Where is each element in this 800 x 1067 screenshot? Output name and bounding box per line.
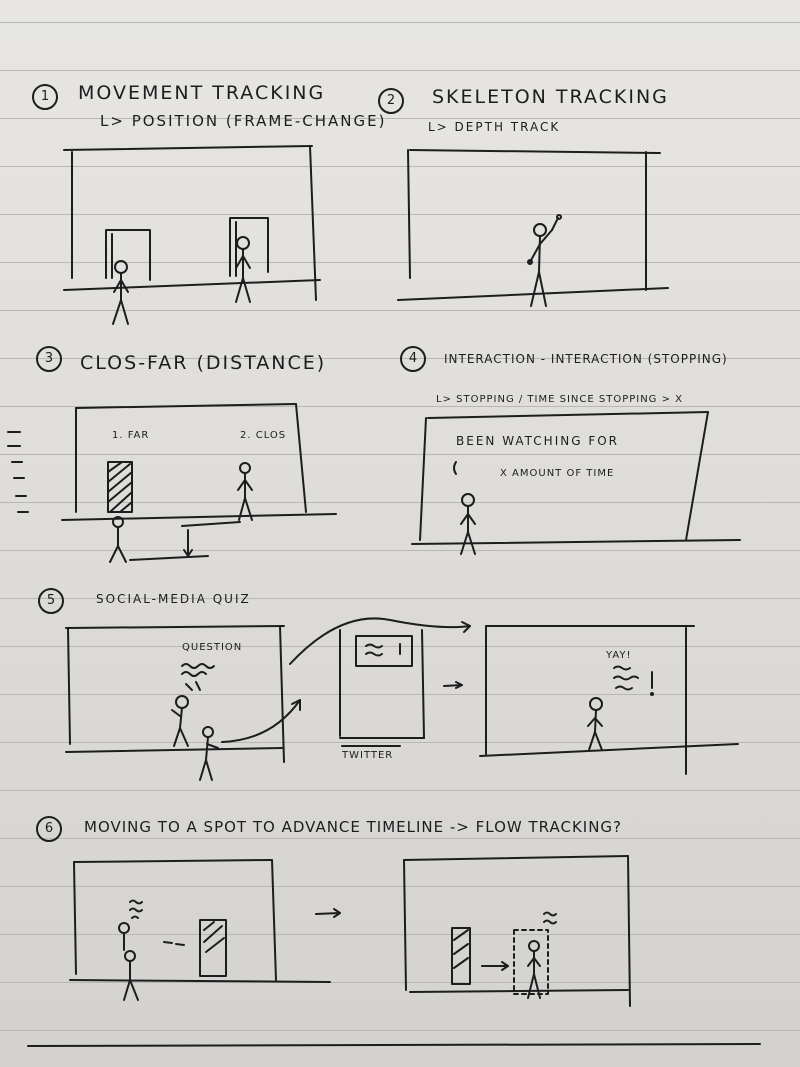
ruled-line	[0, 598, 800, 599]
motion-dashes	[163, 941, 185, 946]
scene-6-frame-2	[403, 855, 631, 1007]
section-title: SKELETON TRACKING	[432, 86, 669, 108]
stick-figure	[527, 940, 541, 999]
section-subtitle: L> STOPPING / TIME SINCE STOPPING > X	[436, 394, 684, 405]
ruled-line	[0, 262, 800, 263]
cheer-marks	[613, 665, 654, 696]
scene-4-frame	[411, 411, 741, 545]
scene-label-question: QUESTION	[182, 642, 243, 653]
arrow-right	[315, 908, 341, 918]
wave-marks	[129, 899, 143, 919]
scene-5-frame-1	[65, 625, 285, 763]
scene-6-frame-1	[69, 859, 331, 983]
stick-figure	[237, 462, 253, 521]
stick-figure	[453, 461, 476, 555]
target-spot	[513, 929, 549, 995]
stick-figure	[118, 922, 139, 1001]
section-number: 3	[36, 346, 62, 372]
arrow-to-twitter	[221, 699, 301, 743]
scene-label-yay: YAY!	[606, 650, 632, 661]
section-title: CLOS-FAR (DISTANCE)	[80, 352, 327, 374]
scene-3-frame	[61, 403, 337, 521]
ruled-line	[0, 118, 800, 119]
arrow-right	[443, 681, 463, 689]
section-title: SOCIAL-MEDIA QUIZ	[96, 592, 251, 606]
ruled-line	[0, 886, 800, 887]
ruled-line	[0, 838, 800, 839]
scene-label-time: X AMOUNT OF TIME	[500, 468, 615, 479]
arrow-right	[481, 961, 509, 971]
section-number: 4	[400, 346, 426, 372]
scene-5-frame-2	[289, 617, 471, 747]
scene-label-twitter: TWITTER	[342, 750, 394, 761]
section-number: 6	[36, 816, 62, 842]
ruled-line	[0, 406, 800, 407]
section-title: MOVING TO A SPOT TO ADVANCE TIMELINE -> …	[84, 818, 623, 836]
section-number: 2	[378, 88, 404, 114]
ruled-line	[0, 214, 800, 215]
stick-figure	[235, 236, 251, 303]
scene-label-watching: BEEN WATCHING FOR	[456, 434, 620, 448]
ruled-line	[0, 310, 800, 311]
scene-label-far: 1. FAR	[112, 430, 150, 441]
ruled-line	[0, 934, 800, 935]
stick-figure	[171, 695, 189, 747]
question-bubble	[181, 663, 215, 691]
bottom-rule	[27, 1043, 761, 1047]
section-subtitle: L> POSITION (FRAME-CHANGE)	[100, 112, 387, 130]
ruled-line	[0, 22, 800, 23]
section-number: 1	[32, 84, 58, 110]
section-title: INTERACTION - INTERACTION (STOPPING)	[444, 352, 728, 366]
ruled-line	[0, 502, 800, 503]
ruled-line	[0, 1030, 800, 1031]
section-title: MOVEMENT TRACKING	[78, 82, 326, 104]
hatched-block	[107, 461, 133, 513]
stick-figure-phone	[199, 726, 219, 781]
ruled-line	[0, 742, 800, 743]
ruled-line	[0, 70, 800, 71]
ruled-line	[0, 790, 800, 791]
scene-2-frame	[397, 149, 669, 301]
stick-figure	[587, 697, 603, 751]
skeleton-figure	[527, 214, 562, 307]
ruled-line	[0, 694, 800, 695]
scene-1-frame	[63, 145, 321, 301]
hatched-door	[199, 919, 227, 977]
wave-marks	[543, 911, 557, 925]
distance-marker	[129, 521, 241, 561]
section-number: 5	[38, 588, 64, 614]
stick-figure	[112, 260, 129, 325]
ruled-line	[0, 982, 800, 983]
ruled-line	[0, 550, 800, 551]
scene-1-door-left	[105, 229, 151, 281]
stick-figure	[109, 516, 127, 563]
section-subtitle: L> DEPTH TRACK	[428, 120, 561, 134]
margin-ticks	[7, 431, 29, 513]
scene-label-close: 2. CLOS	[240, 430, 287, 441]
ruled-line	[0, 454, 800, 455]
hatched-door	[451, 927, 471, 985]
scene-5-frame-3	[479, 625, 739, 775]
ruled-line	[0, 166, 800, 167]
